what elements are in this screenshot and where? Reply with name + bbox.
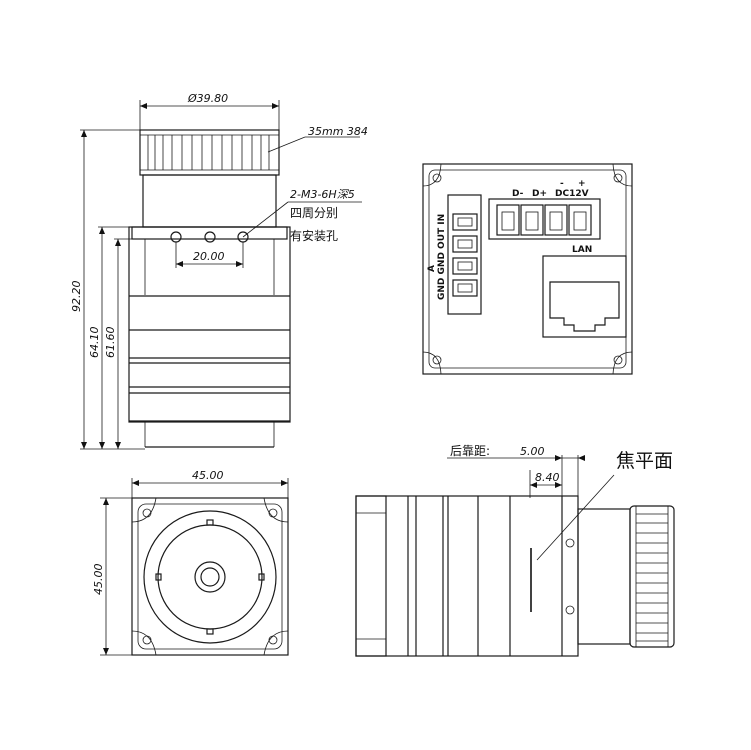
dc-label: DC12V — [555, 189, 589, 199]
hole-note-1: 四周分别 — [290, 206, 338, 220]
front-height-dim: 45.00 — [92, 564, 105, 596]
hole-spec: 2-M3-6H深5 — [290, 188, 355, 201]
body-height-dim-1: 64.10 — [88, 327, 101, 359]
hole-spacing-dim: 20.00 — [193, 250, 225, 263]
lens-side — [577, 505, 675, 648]
lens-label: 35mm 384 — [308, 125, 368, 138]
side-view: 后靠距: 5.00 8.40 焦平面 — [355, 444, 675, 657]
back-focus-value: 5.00 — [520, 445, 545, 458]
io-label-a: A — [427, 265, 437, 272]
lens-diameter-dim: Ø39.80 — [187, 92, 228, 105]
lens-knurled-ring — [139, 129, 280, 176]
mount-hole-center — [204, 231, 216, 243]
lens-mount-outer — [143, 510, 277, 644]
flange-distance-dim: 8.40 — [535, 471, 560, 484]
front-width-dim: 45.00 — [192, 469, 224, 482]
overall-height-dim: 92.20 — [70, 281, 83, 313]
io-connector — [447, 194, 482, 315]
dc-minus-sign: - — [560, 179, 564, 189]
lan-label: LAN — [572, 245, 592, 255]
lens-barrel — [142, 174, 277, 228]
dc-plus-sign: + — [578, 179, 586, 189]
front-view: 45.00 45.00 — [92, 469, 289, 656]
power-plus-label: D+ — [532, 189, 547, 199]
mount-hole-left — [170, 231, 182, 243]
focal-plane-label: 焦平面 — [616, 450, 673, 472]
body-height-dim-2: 61.60 — [104, 327, 117, 359]
sensor-aperture — [194, 561, 226, 593]
back-focus-label: 后靠距: — [450, 444, 490, 458]
power-minus-label: D- — [512, 189, 524, 199]
top-view: Ø39.80 35mm 384 — [70, 92, 368, 450]
rear-panel-view: D- D+ - + DC12V GND GND OUT IN A LAN — [422, 163, 633, 375]
io-label: GND GND OUT IN — [437, 214, 447, 300]
lan-port — [542, 255, 627, 338]
power-connector — [488, 198, 601, 240]
hole-note-2: 有安装孔 — [290, 228, 338, 243]
camera-body-top — [128, 226, 291, 448]
camera-body-side — [355, 495, 579, 657]
